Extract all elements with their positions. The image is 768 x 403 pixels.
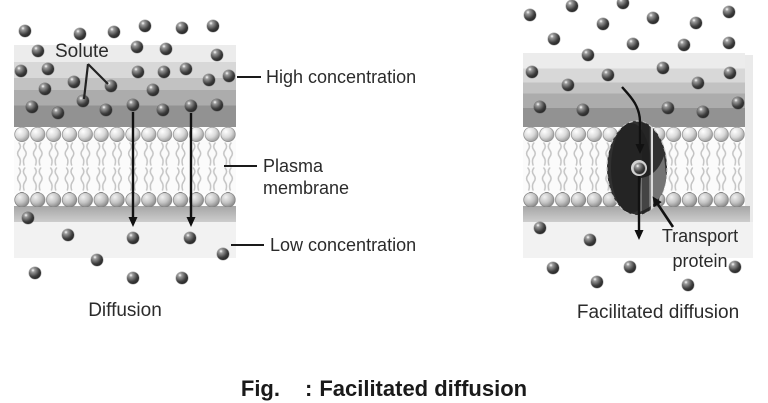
solute-dot [176, 272, 188, 284]
solute-dot [29, 267, 41, 279]
transport-protein [606, 120, 668, 216]
left-panel-title: Diffusion [88, 300, 162, 321]
right-panel-edge-strip [745, 55, 753, 222]
solute-dot [723, 37, 735, 49]
solute-dot [207, 20, 219, 32]
low-concentration-label: Low concentration [270, 235, 417, 255]
solute-dot [566, 0, 578, 12]
figure-caption: Fig. : Facilitated diffusion [0, 376, 768, 402]
left-submembrane-band [14, 206, 236, 222]
solute-dot [678, 39, 690, 51]
solute-dot [591, 276, 603, 288]
caption-title: Facilitated diffusion [319, 376, 528, 401]
solute-dot [682, 279, 694, 291]
left-plasma-membrane [14, 127, 236, 207]
left-low-concentration-region [14, 222, 236, 258]
plasma-membrane-label: Plasma membrane [263, 155, 349, 199]
solute-dot [108, 26, 120, 38]
solute-dot [617, 0, 629, 9]
plasma-membrane-label-line1: Plasma [263, 156, 324, 176]
solute-dot [19, 25, 31, 37]
solute-dot [74, 28, 86, 40]
solute-dot [547, 262, 559, 274]
transport-protein-label-line2: protein [672, 251, 728, 271]
caption-separator: : [304, 376, 313, 401]
left-concentration-gradient [14, 45, 236, 127]
channel-halo [631, 160, 647, 176]
solute-label: Solute [55, 41, 109, 62]
solute-dot [723, 6, 735, 18]
solute-dot [627, 38, 639, 50]
solute-dot [597, 18, 609, 30]
solute-dot [624, 261, 636, 273]
solute-dot [139, 20, 151, 32]
solute-dot [176, 22, 188, 34]
transport-protein-label-line1: Transport [661, 226, 739, 246]
solute-dot [690, 17, 702, 29]
right-panel-title: Facilitated diffusion [576, 302, 740, 323]
plasma-membrane-label-line2: membrane [263, 178, 350, 198]
transport-protein-label: Transport protein [648, 224, 752, 274]
high-concentration-label: High concentration [266, 67, 417, 87]
solute-dot [127, 272, 139, 284]
caption-prefix: Fig. [240, 376, 280, 401]
solute-dot [647, 12, 659, 24]
solute-dot [524, 9, 536, 21]
solute-dot [548, 33, 560, 45]
